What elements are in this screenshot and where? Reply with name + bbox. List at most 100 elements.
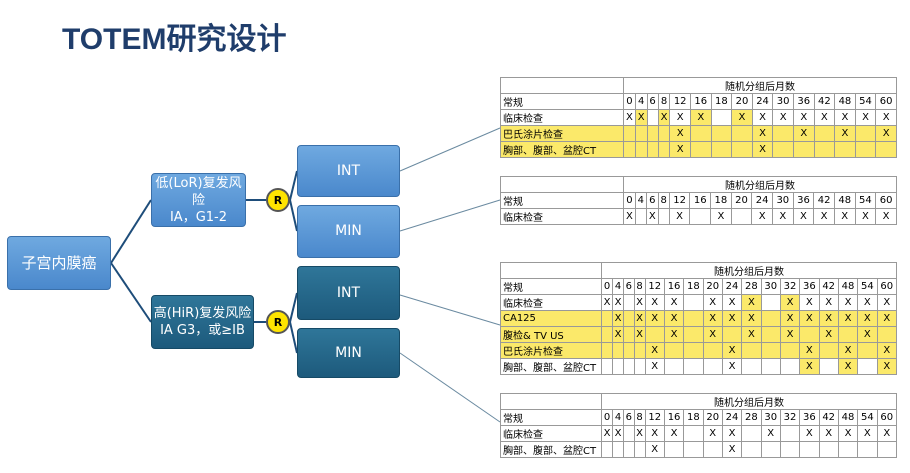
mark-cell: X: [799, 294, 820, 311]
month-cell: 4: [634, 93, 648, 110]
mark-cell: [623, 294, 635, 311]
mark-cell: X: [751, 141, 774, 158]
mark-cell: X: [731, 109, 753, 126]
month-cell: 12: [644, 409, 665, 426]
row-label: 常规: [500, 409, 602, 426]
low-risk-box: 低(LoR)复发风险 ⅠA，G1-2: [151, 173, 246, 227]
mark-cell: X: [721, 294, 743, 311]
mark-cell: [779, 358, 801, 375]
mark-cell: [760, 441, 781, 458]
mark-cell: X: [663, 326, 685, 343]
mark-cell: [683, 358, 704, 375]
month-cell: 54: [854, 192, 877, 209]
month-cell: 30: [772, 93, 794, 110]
month-cell: 36: [792, 192, 815, 209]
mark-cell: X: [854, 208, 877, 225]
row-label: 巴氏涂片检查: [500, 125, 624, 142]
mark-cell: [799, 326, 820, 343]
mark-cell: X: [837, 294, 859, 311]
row-label: 腹检& TV US: [500, 326, 602, 343]
month-cell: 60: [876, 278, 897, 295]
mark-cell: [657, 141, 671, 158]
row-label: 常规: [500, 93, 624, 110]
months-header: 随机分组后月数: [601, 393, 897, 410]
mark-cell: [633, 342, 646, 359]
mark-cell: X: [721, 310, 743, 327]
mark-cell: X: [875, 109, 897, 126]
mark-cell: [683, 294, 704, 311]
mark-cell: [683, 310, 704, 327]
mark-cell: X: [644, 425, 665, 442]
mark-cell: X: [600, 425, 614, 442]
mark-cell: [683, 425, 704, 442]
month-cell: 30: [760, 409, 781, 426]
mark-cell: [837, 326, 859, 343]
mark-cell: [623, 441, 635, 458]
month-cell: 12: [668, 192, 691, 209]
mark-cell: [730, 208, 753, 225]
mark-cell: [657, 208, 670, 225]
mark-cell: X: [612, 326, 625, 343]
mark-cell: [689, 125, 712, 142]
mark-cell: X: [612, 425, 625, 442]
month-cell: 20: [702, 409, 723, 426]
row-label: 临床检查: [500, 109, 624, 126]
month-cell: 6: [645, 192, 659, 209]
mark-cell: X: [779, 326, 801, 343]
corner-cell: [500, 77, 624, 94]
mark-cell: X: [799, 310, 820, 327]
mark-cell: [760, 326, 781, 343]
mark-cell: [741, 342, 762, 359]
mark-cell: [731, 141, 753, 158]
mark-cell: [657, 125, 671, 142]
mark-cell: [646, 109, 659, 126]
row-label: CA125: [500, 310, 602, 327]
row-label: 巴氏涂片检查: [500, 342, 602, 359]
mark-cell: X: [818, 310, 839, 327]
month-cell: 8: [633, 409, 646, 426]
mark-cell: [813, 125, 836, 142]
mark-cell: X: [834, 125, 856, 142]
mark-cell: [623, 125, 636, 142]
mark-cell: [623, 342, 635, 359]
mark-cell: [721, 326, 743, 343]
mark-cell: [760, 358, 781, 375]
month-cell: 24: [751, 93, 774, 110]
mark-cell: X: [669, 125, 691, 142]
mark-cell: X: [771, 208, 794, 225]
mark-cell: [857, 358, 878, 375]
month-cell: 48: [837, 409, 859, 426]
mark-cell: [772, 141, 794, 158]
mark-cell: X: [818, 294, 839, 311]
mark-cell: [663, 342, 685, 359]
mark-cell: [612, 342, 625, 359]
month-cell: 36: [799, 409, 820, 426]
month-cell: 20: [731, 93, 753, 110]
mark-cell: X: [876, 425, 897, 442]
mark-cell: X: [799, 425, 820, 442]
mark-cell: X: [751, 208, 773, 225]
month-cell: 28: [741, 278, 762, 295]
mark-cell: [633, 441, 646, 458]
mark-cell: X: [633, 425, 646, 442]
mark-cell: X: [875, 208, 897, 225]
mark-cell: [683, 326, 704, 343]
mark-cell: X: [837, 310, 859, 327]
month-cell: 6: [646, 93, 659, 110]
mark-cell: X: [751, 125, 774, 142]
month-cell: 60: [875, 93, 897, 110]
corner-cell: [500, 393, 602, 410]
low-risk-line1: 低(LoR)复发风险: [155, 175, 242, 208]
month-cell: 36: [792, 93, 815, 110]
row-label: 胸部、腹部、盆腔CT: [500, 141, 624, 158]
month-cell: 48: [833, 192, 856, 209]
mark-cell: X: [633, 326, 646, 343]
